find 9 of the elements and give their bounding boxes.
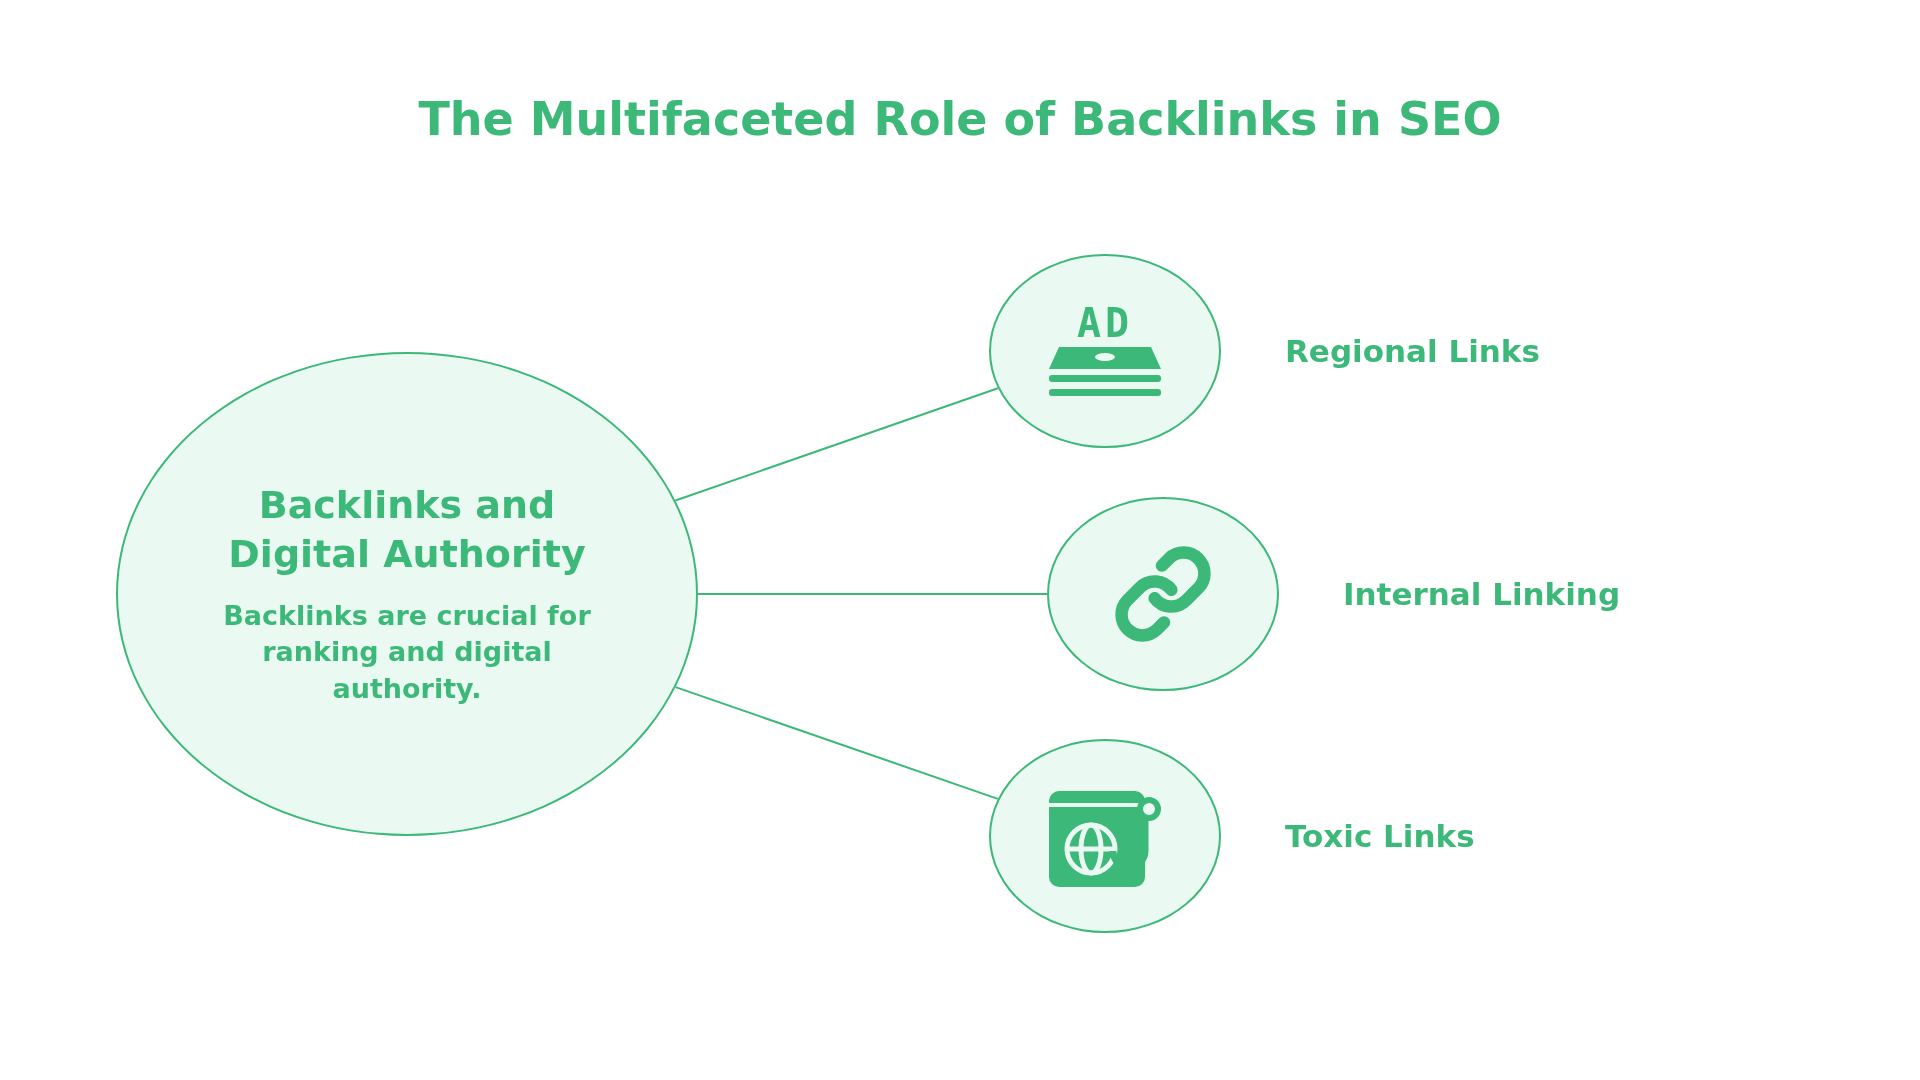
diagram-title: The Multifaceted Role of Backlinks in SEO bbox=[417, 92, 1503, 146]
node-heading: Backlinks and Digital Authority bbox=[227, 481, 587, 579]
node-description: Backlinks are crucial for ranking and digital authority. bbox=[222, 598, 592, 706]
node-label: Regional Links bbox=[1285, 333, 1540, 369]
ad-text: AD bbox=[1076, 303, 1134, 343]
node-label: Toxic Links bbox=[1285, 818, 1475, 854]
node-label: Internal Linking bbox=[1343, 576, 1621, 612]
connector-line bbox=[697, 593, 1048, 595]
connector-line bbox=[674, 387, 999, 502]
